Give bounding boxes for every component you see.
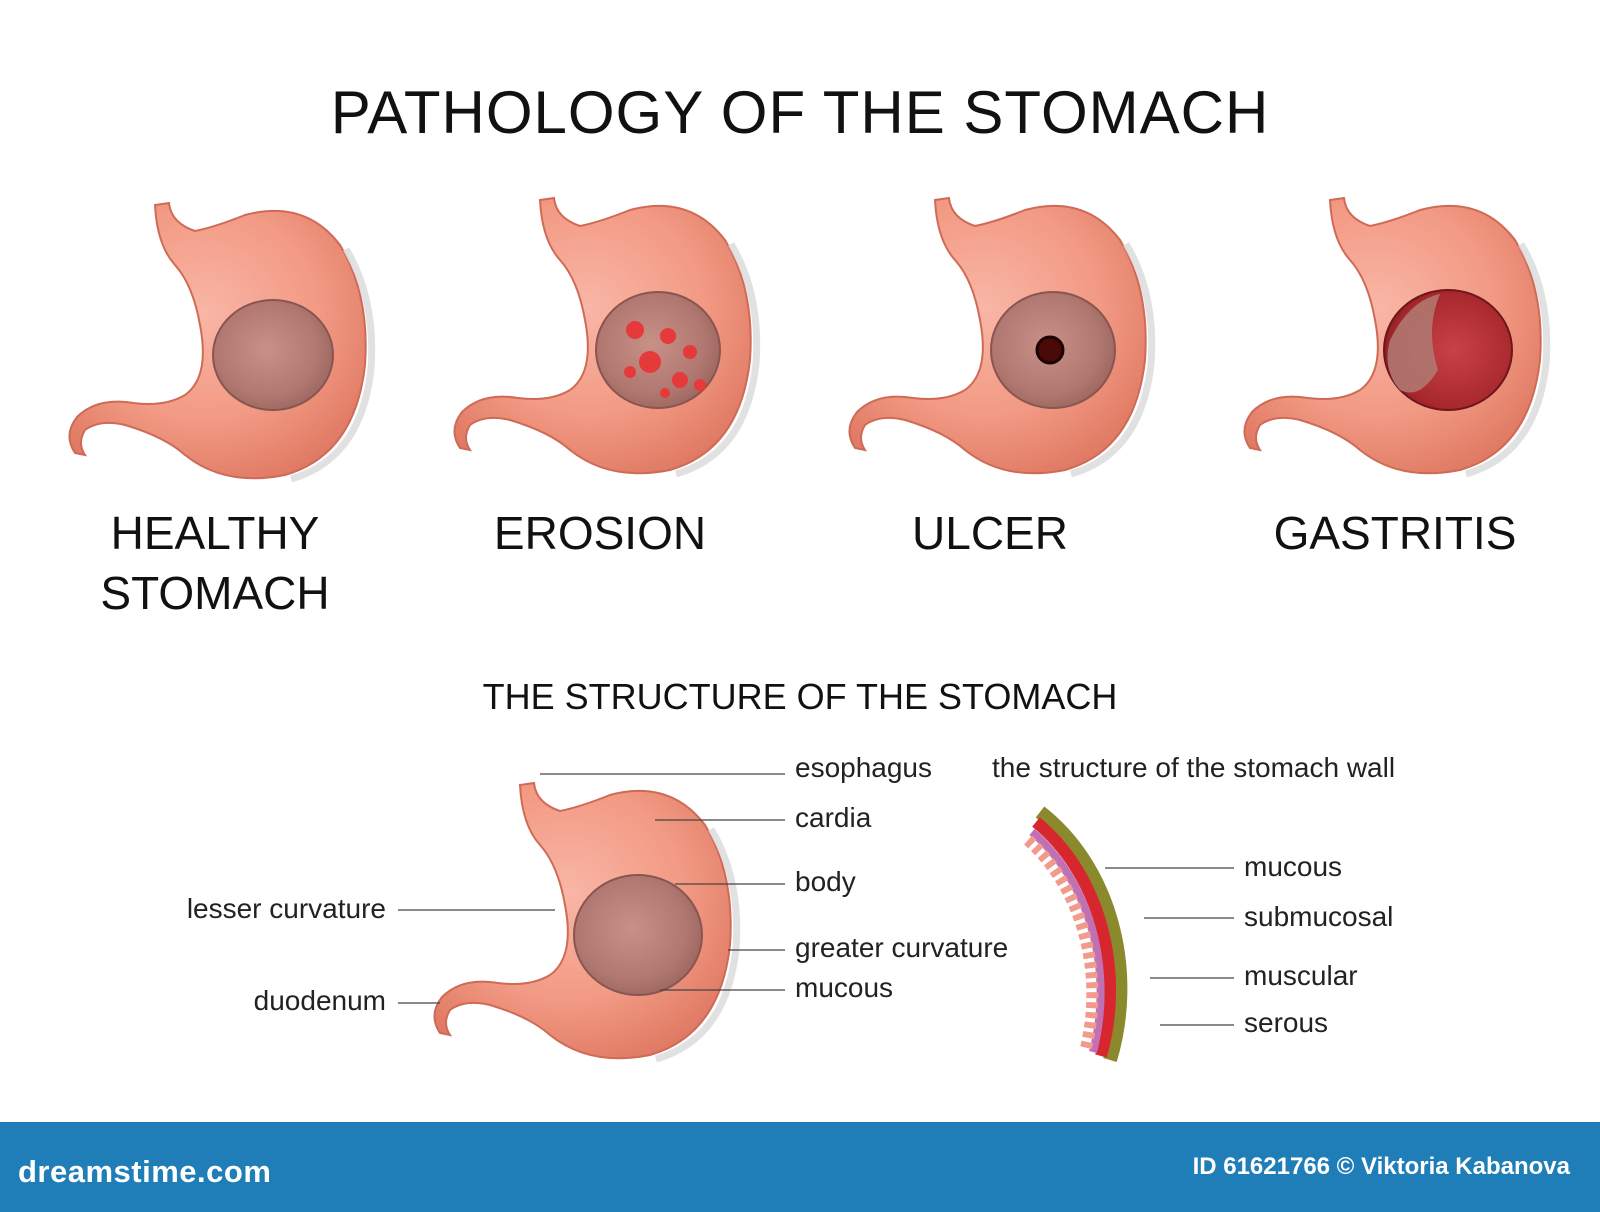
wall-muscular-layer [1032, 817, 1117, 1058]
label-wall-muscular: muscular [1244, 960, 1358, 991]
footer-bar [0, 1122, 1600, 1212]
label-wall-mucous: mucous [1244, 851, 1343, 882]
mucosa-healthy [212, 299, 334, 411]
leader-lines [398, 773, 785, 1004]
label-erosion-line1: EROSION [493, 507, 707, 559]
image-credit: ID 61621766 © Viktoria Kabanova [1192, 1153, 1570, 1180]
label-gastritis-line1: GASTRITIS [1273, 507, 1517, 559]
brand-watermark: dreamstime.com [18, 1154, 272, 1189]
stomach-healthy [69, 203, 371, 479]
structure-title: THE STRUCTURE OF THE STOMACH [482, 676, 1118, 717]
wall-leader-lines [1105, 867, 1234, 1026]
label-healthy-line2: STOMACH [100, 567, 330, 619]
label-duodenum: duodenum [253, 985, 386, 1016]
stomach-gastritis [1244, 198, 1546, 474]
label-gastritis: GASTRITIS [1250, 503, 1540, 563]
label-mucous-structure: mucous [795, 972, 894, 1003]
stomach-ulcer [849, 198, 1151, 474]
ulcer-crater-icon [1035, 335, 1065, 365]
label-lesser-curvature: lesser curvature [186, 893, 386, 924]
label-ulcer: ULCER [860, 503, 1120, 563]
label-esophagus: esophagus [795, 752, 933, 783]
label-wall-serous: serous [1244, 1007, 1329, 1038]
label-body: body [795, 866, 856, 897]
label-wall-submucosal: submucosal [1244, 901, 1394, 932]
label-greater-curvature: greater curvature [795, 932, 1009, 963]
wall-serous-layer [1035, 806, 1128, 1063]
stomach-structure [434, 783, 736, 1059]
wall-submucosal-layer [1029, 828, 1105, 1054]
mucosa-erosion [595, 291, 721, 409]
stomach-wall-diagram [1024, 806, 1128, 1063]
label-healthy: HEALTHY STOMACH [70, 503, 360, 623]
wall-mucous-layer [1024, 835, 1099, 1050]
label-cardia: cardia [795, 802, 872, 833]
erosion-spots-icon [624, 321, 706, 398]
stomach-erosion [454, 198, 756, 474]
mucosa-structure [573, 874, 703, 996]
wall-title: the structure of the stomach wall [992, 752, 1396, 783]
label-healthy-line1: HEALTHY [110, 507, 320, 559]
label-ulcer-line1: ULCER [912, 507, 1068, 559]
label-erosion: EROSION [460, 503, 740, 563]
page-title: PATHOLOGY OF THE STOMACH [330, 79, 1270, 146]
